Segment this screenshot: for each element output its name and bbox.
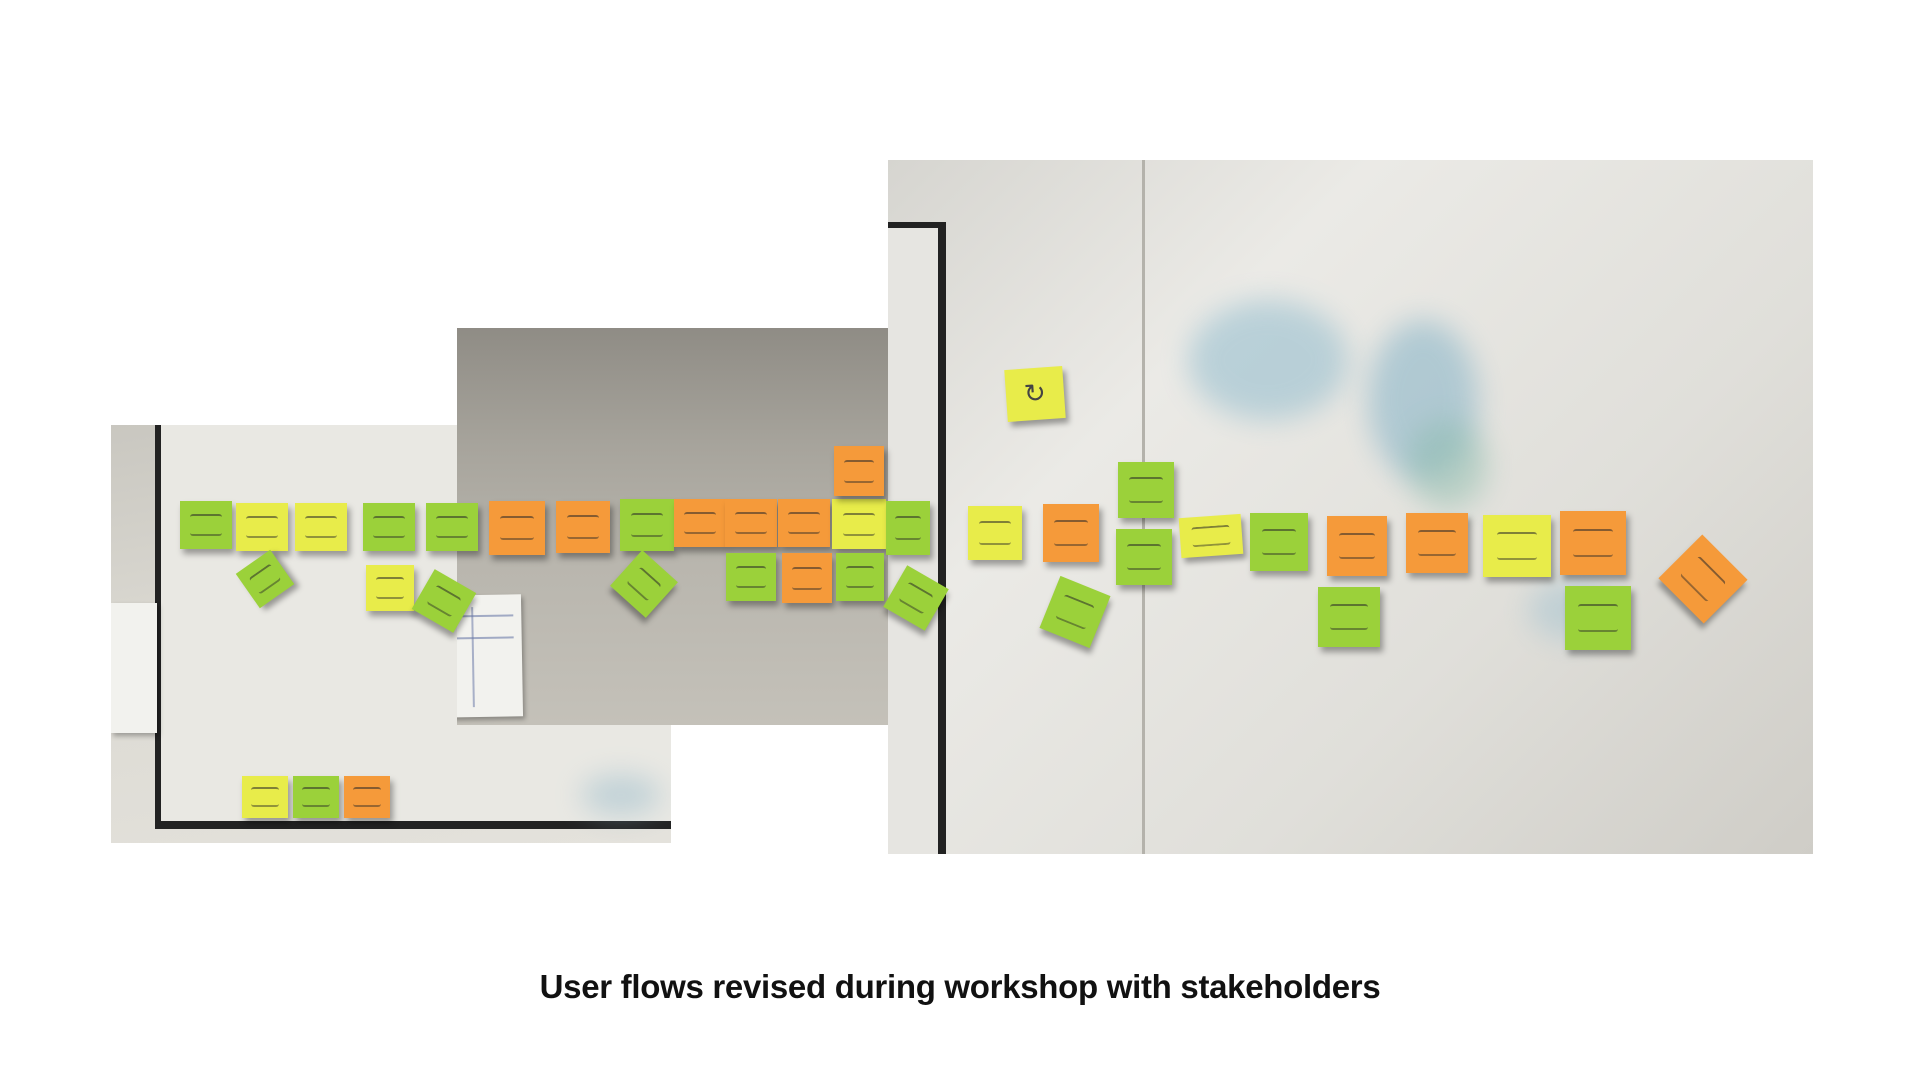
sticky-note <box>1043 504 1099 562</box>
refresh-icon: ↻ <box>1023 378 1047 410</box>
marker-stain <box>1368 320 1478 480</box>
whiteboard-frame-bottom <box>155 821 671 829</box>
sticky-note <box>1178 513 1244 559</box>
sticky-note <box>426 503 478 551</box>
sticky-note <box>295 503 347 551</box>
sticky-note <box>556 501 610 553</box>
whiteboard-frame-left <box>155 425 161 827</box>
sticky-note <box>242 776 288 818</box>
sticky-note <box>366 565 414 611</box>
sticky-note <box>725 499 777 547</box>
sticky-note <box>1565 586 1631 650</box>
sticky-note <box>778 499 830 547</box>
sticky-note <box>834 446 884 496</box>
sticky-note <box>968 506 1022 560</box>
sticky-note <box>1406 513 1468 573</box>
sticky-note <box>293 776 339 818</box>
sticky-note <box>836 553 884 601</box>
sticky-note <box>1318 587 1380 647</box>
whiteboard-frame-top <box>888 222 946 228</box>
sticky-note <box>1116 529 1172 585</box>
photo-right <box>888 160 1813 854</box>
paper-sheet <box>111 603 157 733</box>
sticky-note <box>1483 515 1551 577</box>
sticky-note <box>180 501 232 549</box>
sticky-note <box>620 499 674 551</box>
sticky-note <box>1118 462 1174 518</box>
sticky-note <box>674 499 726 547</box>
sticky-note <box>344 776 390 818</box>
marker-stain <box>1188 300 1348 420</box>
refresh-note: ↻ <box>1004 366 1066 422</box>
sticky-note <box>726 553 776 601</box>
marker-stain <box>581 775 661 815</box>
sticky-note <box>363 503 415 551</box>
caption: User flows revised during workshop with … <box>539 968 1381 1005</box>
sticky-note <box>489 501 545 555</box>
marker-stain <box>1408 420 1488 510</box>
sticky-note <box>236 503 288 551</box>
sticky-note <box>782 553 832 603</box>
sticky-note <box>1327 516 1387 576</box>
sticky-note <box>1250 513 1308 571</box>
sticky-note <box>832 499 886 549</box>
whiteboard-frame <box>938 222 946 854</box>
sticky-note <box>886 501 930 555</box>
paper-sheet <box>457 594 524 720</box>
sticky-note <box>1560 511 1626 575</box>
